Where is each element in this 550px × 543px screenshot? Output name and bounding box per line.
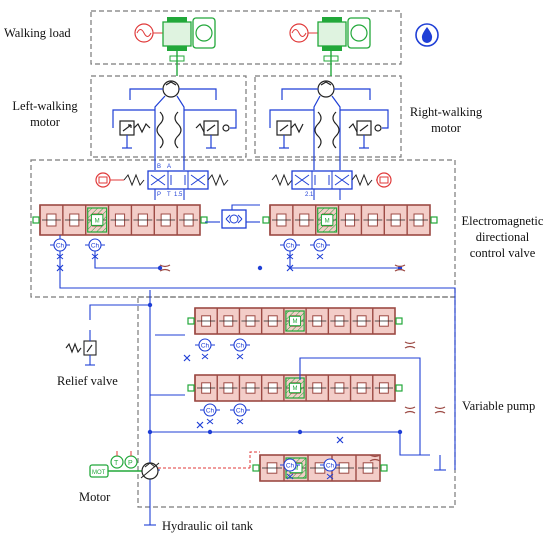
load-inertia-block bbox=[192, 17, 216, 49]
restrictor-mark bbox=[56, 264, 64, 272]
emv-label-line2: directional bbox=[475, 230, 530, 244]
mass-label: M bbox=[325, 218, 330, 224]
choke-2: Ch bbox=[85, 238, 105, 260]
left-motor-frame bbox=[90, 75, 247, 158]
variable-pump-frame bbox=[137, 296, 456, 508]
port-a-label: A bbox=[167, 164, 171, 170]
right-motor-label-line1: Right-walking bbox=[409, 105, 483, 119]
load-inertia-block bbox=[347, 17, 371, 49]
choke-5: Ch bbox=[195, 338, 215, 360]
orifice-1 bbox=[159, 264, 171, 272]
group-frames bbox=[30, 10, 456, 508]
pump-valve-body-upper: M bbox=[187, 307, 403, 335]
choke-label: Ch bbox=[236, 342, 245, 349]
choke-label: Ch bbox=[316, 242, 325, 249]
right-motor-label-line2: motor bbox=[431, 121, 461, 135]
load-mass-block bbox=[317, 21, 347, 47]
orifice-3 bbox=[404, 341, 416, 349]
pressure-sensor-label: P bbox=[128, 460, 133, 467]
load-mass-block bbox=[162, 21, 192, 47]
restrictor-mark bbox=[196, 421, 204, 429]
choke-label: Ch bbox=[56, 242, 65, 249]
relief-valve-label: Relief valve bbox=[57, 374, 118, 388]
mass-label: M bbox=[293, 319, 298, 325]
choke-1: Ch bbox=[50, 238, 70, 260]
restrictor-mark bbox=[183, 354, 191, 362]
port-t-label: T bbox=[167, 192, 171, 198]
orifice-5 bbox=[434, 406, 446, 414]
emv-label-line3: control valve bbox=[469, 246, 536, 260]
relief-valve-symbol bbox=[65, 330, 97, 366]
mass-label: M bbox=[95, 218, 100, 224]
left-walking-motor bbox=[112, 62, 237, 170]
directional-valve-right-symbol: 2.1 bbox=[271, 170, 392, 198]
pump-valve-body-lower: M bbox=[187, 374, 403, 402]
pump-swash-body: M bbox=[252, 454, 388, 482]
hydraulic-motor-symbol bbox=[317, 80, 335, 98]
pipe-junction-dots bbox=[147, 265, 403, 435]
choke-4: Ch bbox=[310, 238, 330, 260]
restrictor-mark bbox=[336, 436, 344, 444]
choke-label: Ch bbox=[236, 407, 245, 414]
left-motor-label-line2: motor bbox=[30, 115, 60, 129]
choke-label: Ch bbox=[286, 462, 295, 469]
port-b-label: B bbox=[157, 164, 161, 170]
choke-label: Ch bbox=[326, 462, 335, 469]
directional-valve-left-symbol: A B P T 1.5 bbox=[95, 164, 229, 198]
walking-load-left bbox=[134, 17, 216, 62]
choke-label: Ch bbox=[201, 342, 210, 349]
choke-8: Ch bbox=[230, 403, 250, 425]
choke-label: Ch bbox=[206, 407, 215, 414]
motor-block-label: MOT bbox=[92, 470, 106, 476]
mass-label: M bbox=[294, 466, 299, 472]
walking-load-frame bbox=[90, 10, 402, 65]
choke-label: Ch bbox=[91, 242, 100, 249]
torque-sensor-label: T bbox=[114, 460, 119, 467]
choke-9: Ch bbox=[280, 458, 300, 480]
choke-3: Ch bbox=[280, 238, 300, 260]
choke-label: Ch bbox=[286, 242, 295, 249]
ratio-left-label: 1.5 bbox=[174, 192, 183, 198]
hydraulic-lines bbox=[59, 189, 456, 526]
mass-label: M bbox=[293, 386, 298, 392]
valve-body-right: M bbox=[262, 204, 438, 236]
hydraulic-motor-symbol bbox=[162, 80, 180, 98]
orifice-4 bbox=[404, 406, 416, 414]
motor-drive-assembly: MOT T P bbox=[89, 451, 260, 480]
motor-label: Motor bbox=[79, 490, 111, 504]
water-drop-icon bbox=[415, 23, 439, 47]
choke-6: Ch bbox=[230, 338, 250, 360]
valve-body-left: M bbox=[32, 204, 208, 236]
choke-7: Ch bbox=[200, 403, 220, 425]
restrictor-mark bbox=[286, 264, 294, 272]
shuttle-valve bbox=[221, 209, 247, 229]
emv-label-line1: Electromagnetic bbox=[461, 214, 544, 228]
orifice-6 bbox=[369, 454, 381, 462]
walking-load-label: Walking load bbox=[4, 26, 71, 40]
orifice-2 bbox=[394, 264, 406, 272]
choke-10: Ch bbox=[320, 458, 340, 480]
hydraulic-oil-tank-label: Hydraulic oil tank bbox=[162, 519, 253, 533]
right-motor-frame bbox=[254, 75, 402, 158]
right-walking-motor bbox=[269, 62, 389, 170]
valve-block-layer: M M M M M bbox=[32, 204, 438, 482]
walking-load-right bbox=[289, 17, 371, 62]
port-p-label: P bbox=[157, 192, 161, 198]
variable-pump-label: Variable pump bbox=[462, 399, 536, 413]
ratio-right-label: 2.1 bbox=[305, 192, 314, 198]
left-motor-label-line1: Left-walking bbox=[12, 99, 78, 113]
